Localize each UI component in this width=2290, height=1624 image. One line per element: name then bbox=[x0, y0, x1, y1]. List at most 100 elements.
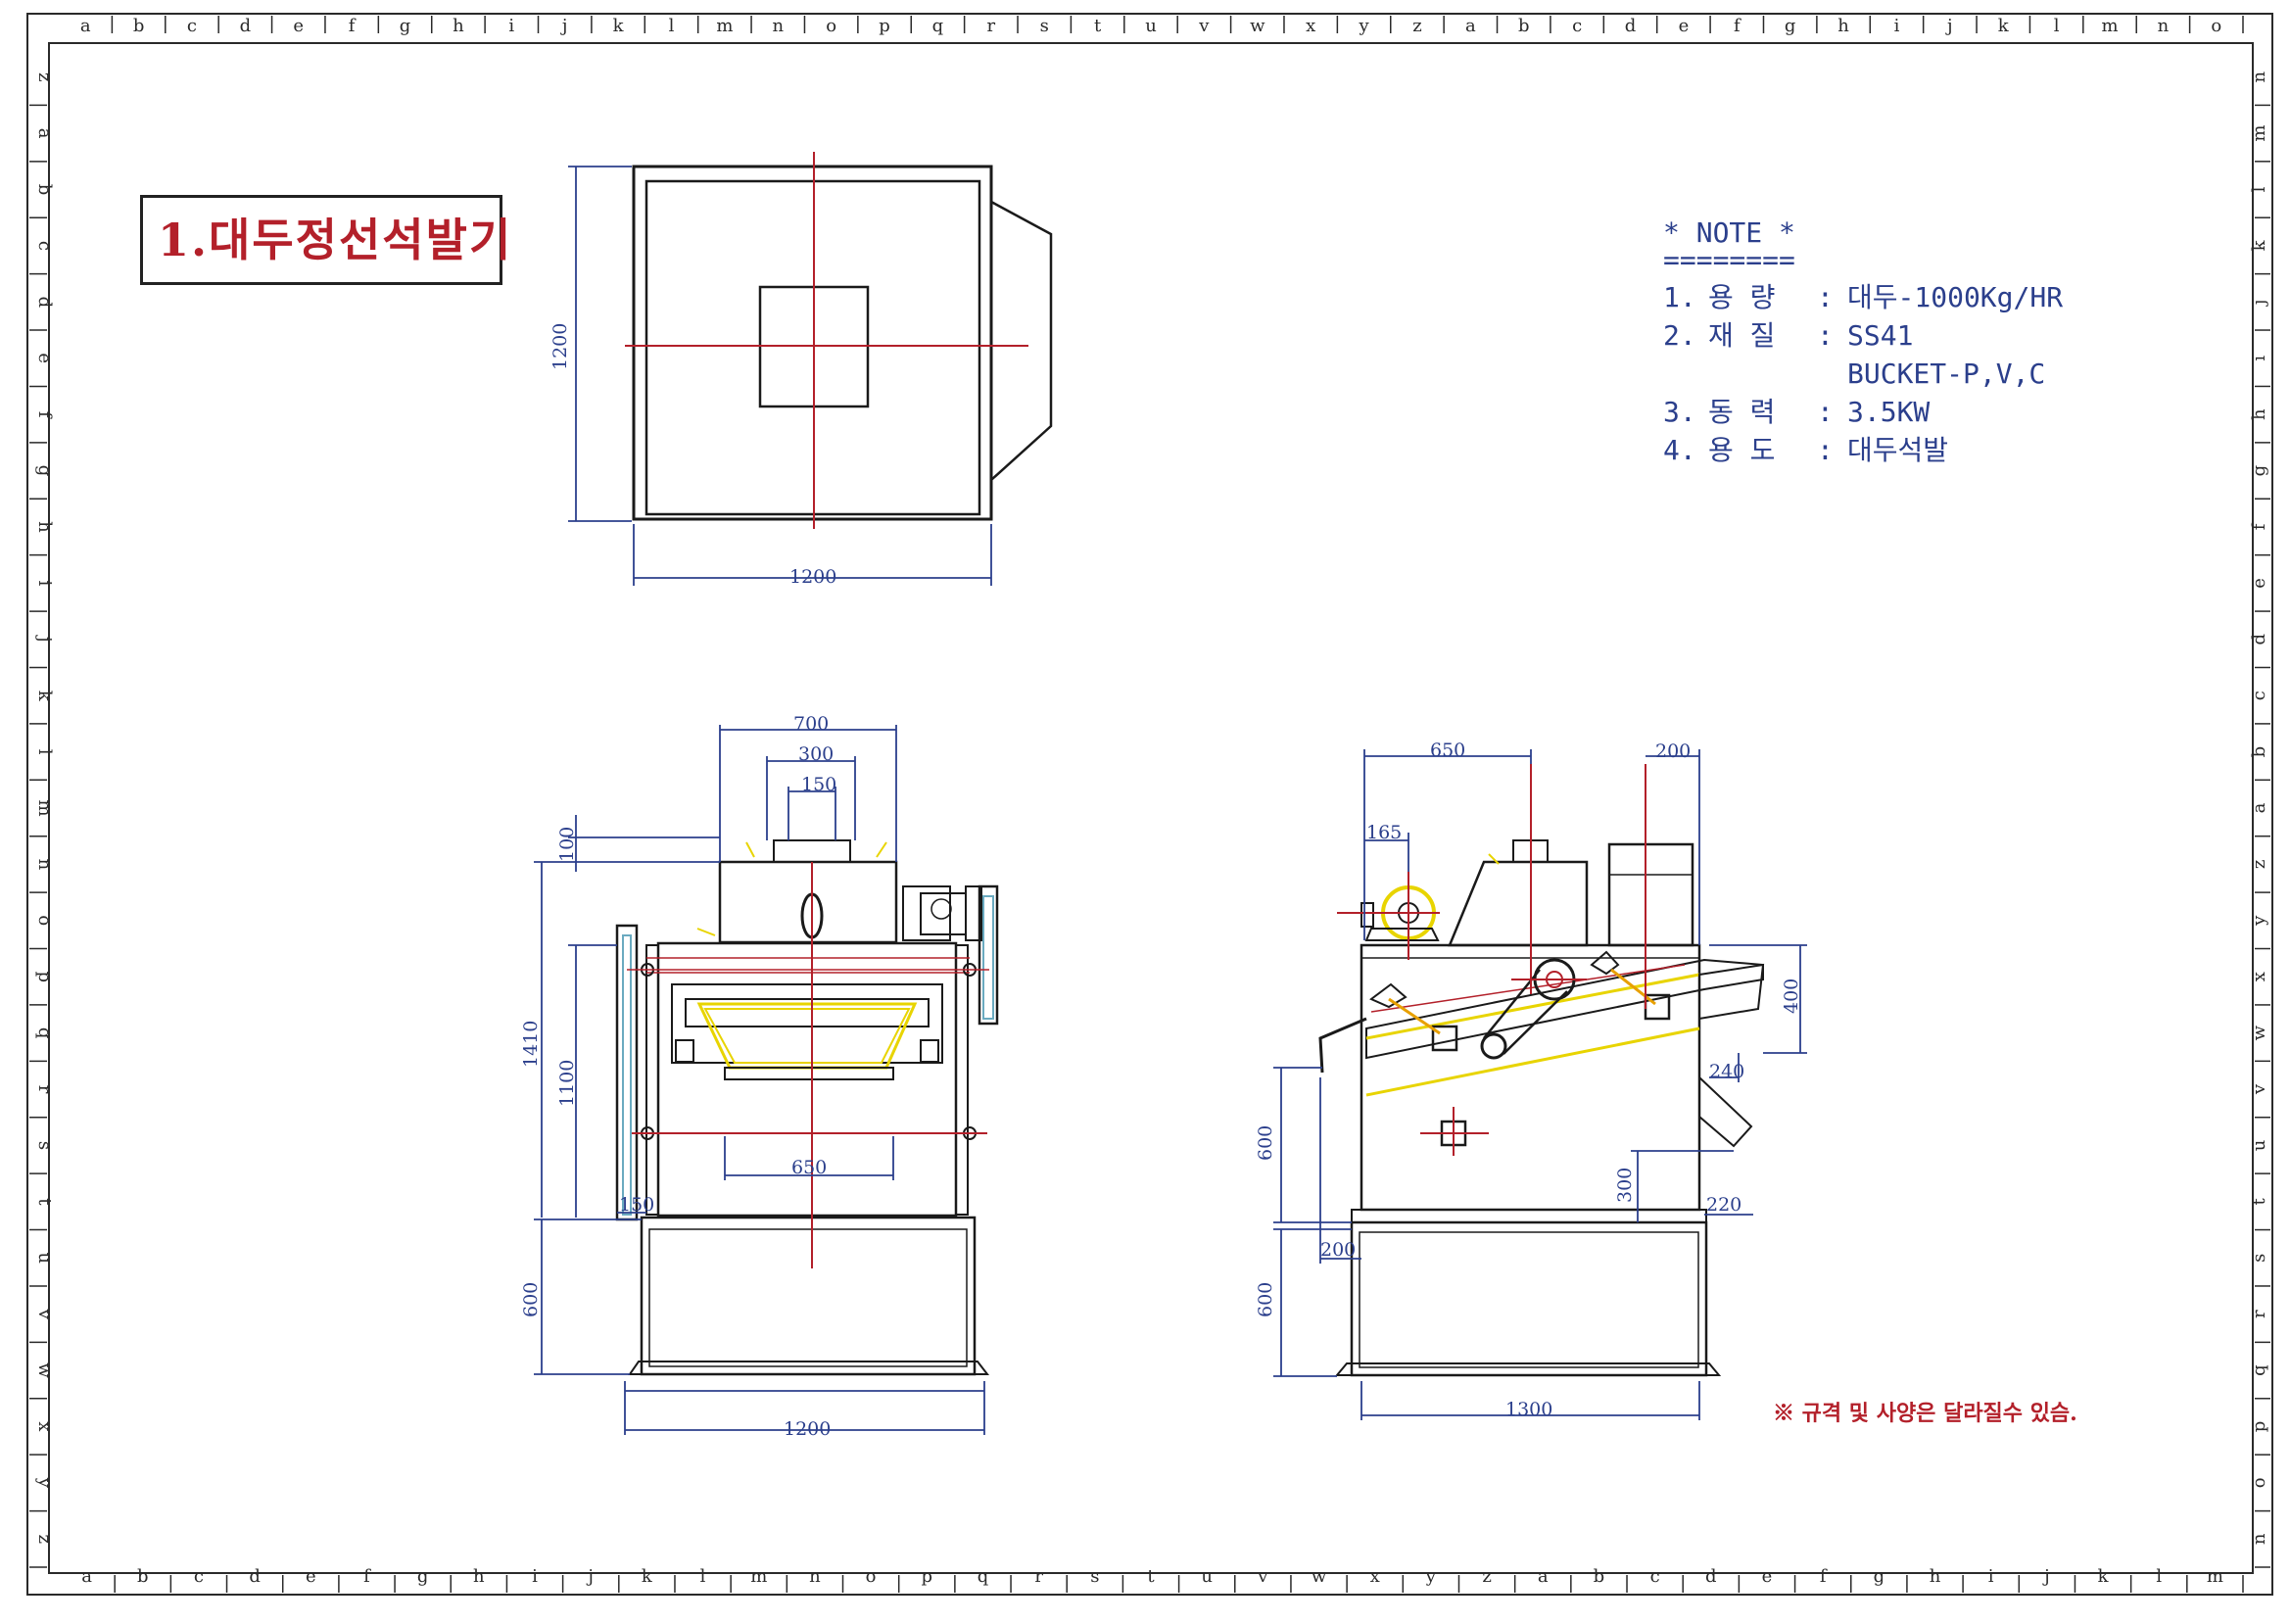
ruler-letter: h bbox=[473, 1566, 485, 1587]
ruler-letter: h bbox=[1837, 16, 1849, 36]
ruler-letter: b bbox=[34, 184, 55, 196]
ruler-letter: r bbox=[1034, 1566, 1043, 1587]
dim-side-220: 220 bbox=[1706, 1194, 1741, 1216]
ruler-letter: h bbox=[2249, 408, 2269, 420]
ruler-letter: p bbox=[2249, 1421, 2269, 1433]
ruler-letter: b bbox=[2249, 746, 2269, 758]
ruler-letter: o bbox=[34, 915, 55, 926]
dim-side-300: 300 bbox=[1614, 1168, 1636, 1203]
ruler-letter: a bbox=[34, 128, 55, 139]
dim-top-height: 1200 bbox=[549, 323, 571, 370]
ruler-letter: x bbox=[1306, 16, 1315, 36]
ruler-letter: c bbox=[194, 1566, 204, 1587]
ruler-letter: x bbox=[1370, 1566, 1380, 1587]
ruler-letter: s bbox=[2249, 1254, 2269, 1263]
dim-side-240: 240 bbox=[1709, 1061, 1744, 1082]
ruler-letter: l bbox=[2249, 186, 2269, 192]
note-item-key: 2. bbox=[1663, 319, 1696, 352]
ruler-ticks bbox=[29, 16, 2270, 1593]
ruler-letter: o bbox=[826, 16, 836, 36]
note-item-label: 용 량 bbox=[1708, 281, 1776, 313]
ruler-letter: j bbox=[1945, 16, 1953, 36]
ruler-letter: c bbox=[187, 16, 197, 36]
ruler-letter: m bbox=[750, 1566, 767, 1587]
note-item-label: 용 도 bbox=[1708, 434, 1776, 466]
ruler-letter: u bbox=[1201, 1566, 1213, 1587]
ruler-letter: z bbox=[34, 72, 55, 81]
ruler-letter: u bbox=[34, 1252, 55, 1264]
ruler-letter: n bbox=[772, 16, 784, 36]
ruler-letter: l bbox=[669, 16, 675, 36]
ruler-letter: t bbox=[34, 1198, 55, 1206]
ruler-letter: j bbox=[2249, 300, 2269, 308]
dim-side-650: 650 bbox=[1430, 740, 1465, 761]
ruler-letter: n bbox=[2158, 16, 2170, 36]
ruler-letter: z bbox=[1482, 1566, 1491, 1587]
ruler-letter: k bbox=[1998, 16, 2010, 36]
ruler-letter: r bbox=[2249, 1310, 2269, 1318]
ruler-letter: d bbox=[1705, 1566, 1717, 1587]
ruler-letter: w bbox=[1250, 16, 1265, 36]
ruler-letter: s bbox=[34, 1141, 55, 1150]
dim-front-1100: 1100 bbox=[556, 1060, 578, 1107]
ruler-letter: z bbox=[34, 1535, 55, 1544]
ruler-letter: k bbox=[642, 1566, 653, 1587]
ruler-letter: m bbox=[2101, 16, 2118, 36]
ruler-letter: x bbox=[34, 1421, 55, 1431]
ruler-letter: b bbox=[133, 16, 145, 36]
ruler-letter: i bbox=[508, 16, 514, 36]
ruler-letter: n bbox=[2249, 1533, 2269, 1545]
dim-top-width: 1200 bbox=[789, 566, 836, 588]
ruler-letter: f bbox=[1820, 1566, 1828, 1587]
ruler-letter: y bbox=[1425, 1566, 1437, 1587]
ruler-letter: y bbox=[2249, 915, 2269, 927]
ruler-letter: a bbox=[81, 1566, 92, 1587]
ruler-letter: v bbox=[1198, 16, 1210, 36]
dim-front-650: 650 bbox=[791, 1157, 827, 1178]
ruler-letter: g bbox=[2249, 465, 2269, 477]
ruler-letter: c bbox=[2249, 691, 2269, 700]
side-view: 650 200 165 400 240 600 300 220 200 600 … bbox=[1255, 740, 1807, 1420]
dim-front-100: 100 bbox=[556, 827, 578, 862]
ruler-letter: i bbox=[532, 1566, 538, 1587]
ruler-letter: f bbox=[2249, 522, 2269, 530]
ruler-letter: i bbox=[1988, 1566, 1994, 1587]
note-item-colon: : bbox=[1817, 396, 1834, 428]
ruler-letter: f bbox=[34, 411, 55, 419]
ruler-letter: e bbox=[2249, 578, 2269, 589]
note-item-value: BUCKET-P,V,C bbox=[1847, 358, 2046, 390]
ruler-letter: u bbox=[1145, 16, 1157, 36]
top-view: 1200 1200 bbox=[549, 152, 1053, 588]
ruler-letter: q bbox=[34, 1027, 55, 1039]
note-underline-text: ======== bbox=[1663, 244, 1795, 276]
ruler-letter: c bbox=[1650, 1566, 1660, 1587]
ruler-letter: t bbox=[2249, 1197, 2269, 1205]
ruler-letter: k bbox=[2249, 239, 2269, 251]
ruler-letter: p bbox=[879, 16, 890, 36]
ruler-letter: m bbox=[34, 799, 55, 816]
ruler-letter: k bbox=[34, 691, 55, 702]
note-header-text: * NOTE * bbox=[1663, 216, 1795, 249]
ruler-letter: j bbox=[586, 1566, 594, 1587]
ruler-letter: y bbox=[1358, 16, 1369, 36]
ruler-letter: h bbox=[1930, 1566, 1941, 1587]
ruler-letter: a bbox=[1465, 16, 1476, 36]
ruler-letter: x bbox=[2249, 972, 2269, 981]
ruler-letter: d bbox=[34, 297, 55, 309]
ruler-letter: e bbox=[34, 353, 55, 363]
ruler-letter: z bbox=[2249, 860, 2269, 869]
ruler-letter: f bbox=[363, 1566, 371, 1587]
note-item-key: 1. bbox=[1663, 281, 1696, 313]
ruler-letter: v bbox=[2249, 1083, 2269, 1095]
ruler-letter: i bbox=[1894, 16, 1900, 36]
ruler-letter: v bbox=[1257, 1566, 1268, 1587]
ruler-letter: m bbox=[716, 16, 733, 36]
dim-front-150b: 150 bbox=[619, 1194, 654, 1216]
ruler-letter: n bbox=[2249, 72, 2269, 83]
note-item-value: SS41 bbox=[1847, 319, 1914, 352]
note-item-key: 4. bbox=[1663, 434, 1696, 466]
ruler-letter: d bbox=[249, 1566, 261, 1587]
